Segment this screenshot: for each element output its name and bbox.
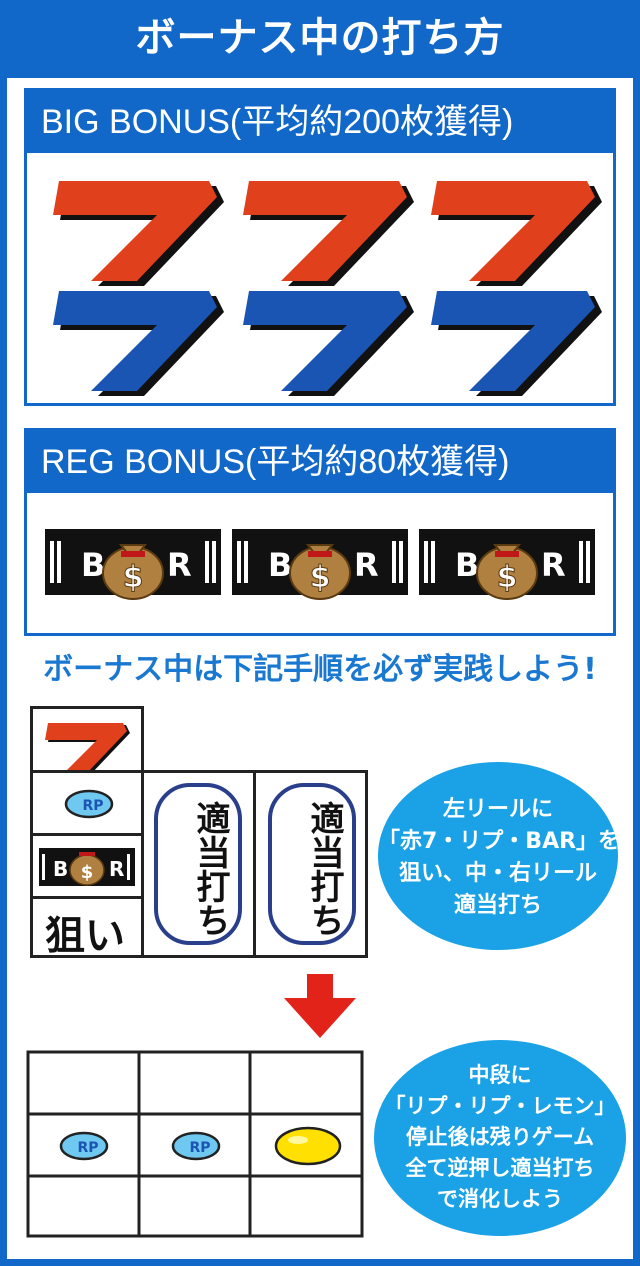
step2-bubble: 中段に 「リプ・リプ・レモン」 停止後は残りゲーム 全て逆押し適当打ち で消化し… — [374, 1040, 626, 1236]
seven-symbols — [53, 181, 602, 396]
bubble-line: 全て逆押し適当打ち — [405, 1156, 595, 1180]
blue-seven-icon — [243, 291, 414, 396]
left-reel-bar-cell: B R $ — [30, 833, 144, 899]
arrow-down-icon — [284, 974, 356, 1038]
right-reel-badge: 適当打ち — [268, 783, 356, 945]
left-reel-top-cell — [30, 706, 144, 776]
reg-bonus-label: REG BONUS(平均約80枚獲得) — [27, 431, 613, 493]
title-bar: ボーナス中の打ち方 — [0, 0, 640, 78]
replay-label: RP — [189, 1140, 210, 1156]
reg-bonus-panel: REG BONUS(平均約80枚獲得) B R $ — [24, 428, 616, 636]
bubble-line: 適当打ち — [453, 893, 542, 918]
dollar-sign: $ — [81, 862, 94, 883]
left-reel-target-cell: 狙い — [30, 896, 144, 959]
target-label: 狙い — [45, 913, 125, 959]
bar-letter: B — [53, 857, 68, 881]
bubble-line: で消化しよう — [437, 1187, 563, 1211]
bubble-line: 「赤7・リプ・BAR」を — [378, 829, 621, 854]
page-title: ボーナス中の打ち方 — [135, 15, 505, 61]
red-seven-icon — [431, 181, 602, 286]
replay-label: RP — [82, 798, 103, 814]
replay-icon: RP — [171, 1131, 221, 1161]
money-bar-icon — [231, 528, 409, 600]
replay-label: RP — [77, 1140, 98, 1156]
instruction-text: ボーナス中は下記手順を必ず実践しよう! — [43, 652, 597, 687]
replay-icon: RP — [64, 789, 114, 819]
right-reel-text: 適当打ち — [304, 801, 344, 937]
lemon-icon — [274, 1126, 342, 1166]
step2-reel-grid: RP RP — [26, 1050, 364, 1238]
bubble-line: 狙い、中・右リール — [398, 861, 597, 886]
bubble-line: 左リールに — [442, 797, 553, 822]
red-seven-icon — [243, 181, 414, 286]
bubble-line: 停止後は残りゲーム — [405, 1125, 595, 1149]
blue-seven-icon — [431, 291, 602, 396]
red-seven-icon — [45, 723, 130, 775]
bubble-line: 中段に — [468, 1063, 532, 1087]
center-reel-badge: 適当打ち — [154, 783, 242, 945]
big-bonus-panel: BIG BONUS(平均約200枚獲得) — [24, 88, 616, 406]
center-reel-text: 適当打ち — [190, 801, 230, 937]
step1-bubble: 左リールに 「赤7・リプ・BAR」を 狙い、中・右リール 適当打ち — [378, 762, 621, 950]
bar-symbols: B R $ — [44, 528, 596, 600]
center-reel: 適当打ち — [141, 770, 256, 958]
replay-icon: RP — [59, 1131, 109, 1161]
bubble-line: 「リプ・リプ・レモン」 — [384, 1094, 616, 1118]
bar-letter: R — [109, 857, 124, 881]
blue-seven-icon — [53, 291, 224, 396]
red-seven-icon — [53, 181, 224, 286]
money-bar-icon — [44, 528, 222, 600]
money-bar-icon — [418, 528, 596, 600]
left-reel-replay-cell: RP — [30, 770, 144, 836]
right-reel: 適当打ち — [253, 770, 368, 958]
money-bar-icon: B R $ — [39, 848, 135, 886]
big-bonus-label: BIG BONUS(平均約200枚獲得) — [27, 91, 613, 153]
